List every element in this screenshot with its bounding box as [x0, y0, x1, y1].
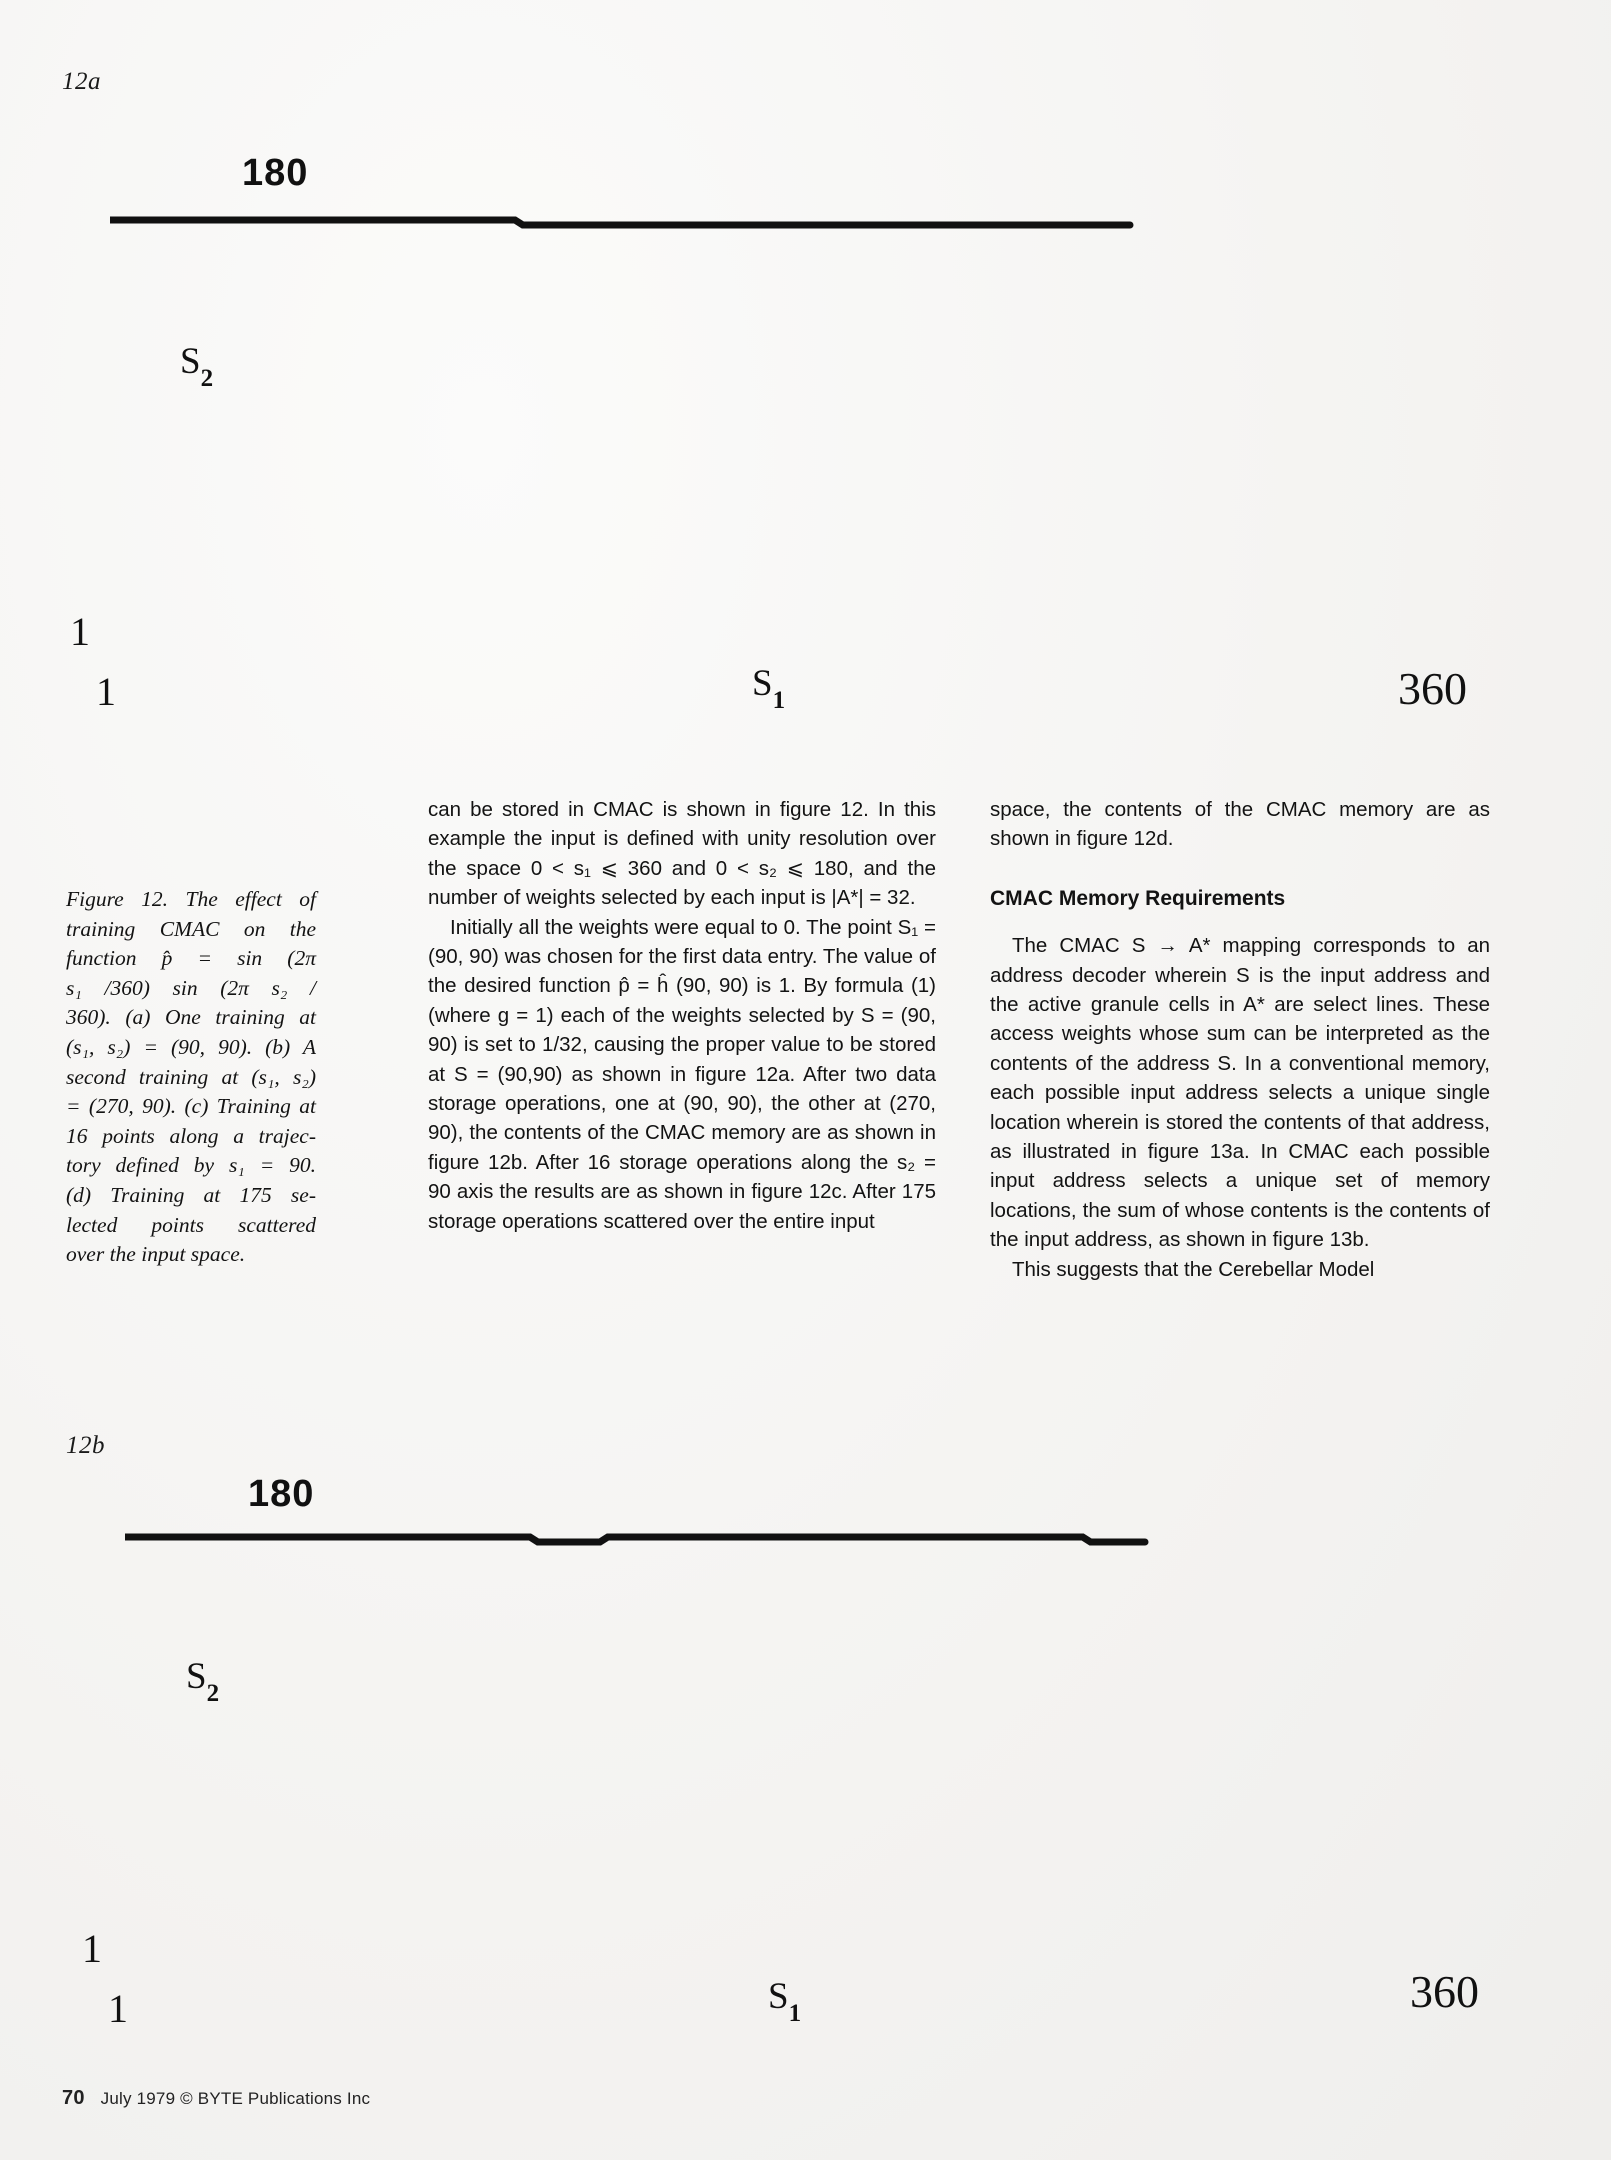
y-axis-subscript: 2 — [206, 1680, 220, 1707]
page-footer: 70 July 1979 © BYTE Publications Inc — [62, 2087, 370, 2110]
y-min-label-12a: 1 — [70, 609, 90, 654]
column-right-heading: CMAC Memory Requirements — [990, 886, 1286, 910]
caption-line: over the input space. — [66, 1242, 246, 1267]
x-axis-subscript: 1 — [788, 2000, 802, 2027]
caption-line: lected points scattered — [66, 1212, 316, 1237]
x-axis-letter: S — [752, 663, 773, 704]
x-min-label-12a: 1 — [96, 669, 116, 714]
column-middle: can be stored in CMAC is shown in figure… — [428, 795, 936, 1236]
caption-line: training CMAC on the — [66, 916, 316, 941]
x-axis-subscript: 1 — [772, 687, 786, 714]
caption-line: = (270, 90). (c) Training at — [66, 1094, 316, 1119]
surface-trace — [110, 216, 1134, 229]
caption-line: function p̂ = sin (2π — [66, 946, 316, 971]
figure-caption: Figure 12. The effect of training CMAC on… — [66, 885, 316, 1270]
column-middle-para-2: Initially all the weights were equal to … — [428, 915, 936, 1233]
column-right-para-1: space, the contents of the CMAC memory a… — [990, 798, 1490, 851]
surface-trace — [125, 1533, 1149, 1546]
y-axis-subscript: 2 — [200, 365, 214, 392]
column-right-para-2: The CMAC S → A* mapping corresponds to a… — [990, 934, 1490, 1252]
y-axis-letter: S — [180, 341, 201, 382]
page-number: 70 — [62, 2087, 85, 2109]
caption-line: tory defined by s₁ = 90. — [66, 1153, 316, 1178]
surface-plot-12b — [125, 1533, 1149, 1546]
y-axis-letter: S — [186, 1656, 207, 1697]
figure-tag-12b: 12b — [66, 1432, 105, 1459]
x-axis-label-12b: S1 — [768, 1975, 801, 2026]
caption-text: Figure 12. The effect of training CMAC on… — [66, 885, 316, 1270]
column-right: space, the contents of the CMAC memory a… — [990, 795, 1490, 1284]
y-max-label-12b: 180 — [248, 1473, 315, 1515]
column-middle-para-1: can be stored in CMAC is shown in figure… — [428, 798, 936, 910]
x-axis-label-12a: S1 — [752, 662, 785, 713]
x-max-label-12b: 360 — [1410, 1966, 1479, 2017]
caption-line: (s₁, s₂) = (90, 90). (b) A — [66, 1034, 316, 1059]
x-axis-letter: S — [768, 1976, 789, 2017]
surface-plot-12a — [110, 216, 1134, 229]
y-max-label-12a: 180 — [242, 152, 309, 194]
x-max-label-12a: 360 — [1398, 663, 1467, 714]
footer-copyright: July 1979 © BYTE Publications Inc — [100, 2089, 371, 2108]
caption-line: (d) Training at 175 se- — [66, 1182, 316, 1207]
y-axis-label-12b: S2 — [186, 1655, 219, 1706]
caption-line: 16 points along a trajec- — [66, 1123, 316, 1148]
caption-line: 360). (a) One training at — [66, 1005, 316, 1030]
y-min-label-12b: 1 — [82, 1926, 102, 1971]
caption-line: Figure 12. The effect of — [66, 887, 316, 911]
x-min-label-12b: 1 — [108, 1986, 128, 2031]
figure-tag-12a: 12a — [62, 68, 101, 95]
y-axis-label-12a: S2 — [180, 340, 213, 391]
caption-line: second training at (s₁, s₂) — [66, 1064, 316, 1089]
column-right-para-3: This suggests that the Cerebellar Model — [1012, 1257, 1375, 1281]
caption-line: s₁ /360) sin (2π s₂ / — [66, 975, 316, 1000]
